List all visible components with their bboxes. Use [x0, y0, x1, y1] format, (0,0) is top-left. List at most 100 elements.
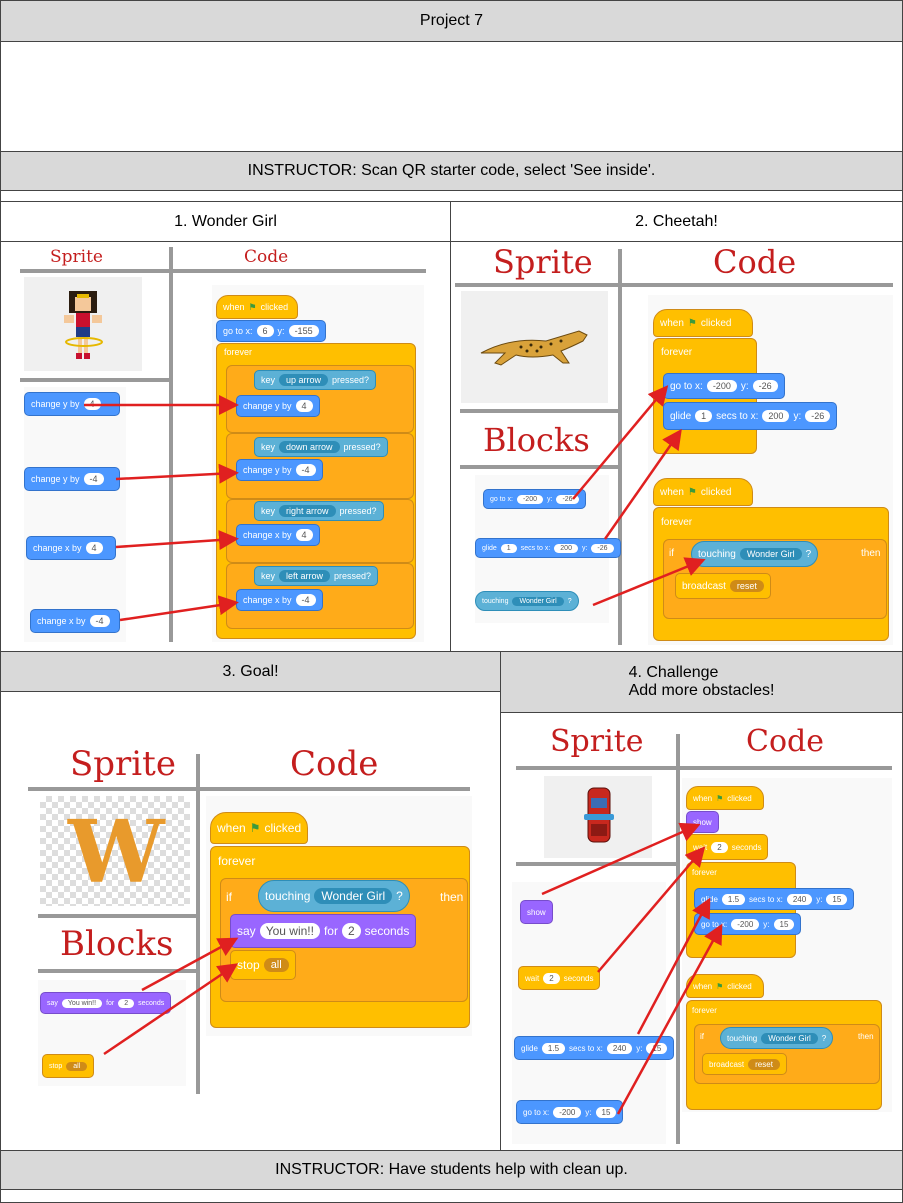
- value-pill[interactable]: 2: [118, 998, 135, 1008]
- touching-dropdown[interactable]: Wonder Girl: [314, 888, 393, 904]
- show-code[interactable]: show: [686, 811, 719, 833]
- stop-dropdown[interactable]: all: [66, 1061, 88, 1071]
- section-4-title: 4. Challenge: [628, 664, 719, 681]
- w-sprite: W: [40, 796, 190, 906]
- key-dropdown[interactable]: left arrow: [279, 570, 331, 582]
- value-pill[interactable]: -4: [83, 473, 104, 485]
- value-pill[interactable]: 200: [554, 543, 578, 553]
- say-text-pill[interactable]: You win!!: [61, 998, 103, 1008]
- change-x-code-2[interactable]: change x by-4: [236, 589, 323, 611]
- when-flag-clicked-1[interactable]: when⚑clicked: [653, 309, 753, 337]
- value-pill[interactable]: 15: [773, 918, 795, 930]
- stop-dropdown[interactable]: all: [263, 958, 289, 972]
- value-pill[interactable]: -200: [553, 1106, 582, 1118]
- block-label: pressed?: [339, 506, 377, 516]
- value-pill[interactable]: 2: [543, 972, 560, 984]
- say-text-pill[interactable]: You win!!: [259, 923, 320, 939]
- block-label: secs to x:: [749, 894, 783, 904]
- when-flag-clicked-block[interactable]: when⚑clicked: [216, 295, 298, 319]
- when-flag-clicked-1[interactable]: when⚑clicked: [686, 786, 764, 810]
- touching-dropdown[interactable]: Wonder Girl: [761, 1032, 818, 1044]
- touching-dropdown[interactable]: Wonder Girl: [512, 596, 564, 606]
- key-dropdown[interactable]: up arrow: [279, 374, 329, 386]
- value-pill[interactable]: 1.5: [541, 1042, 566, 1054]
- value-pill[interactable]: 6: [256, 325, 274, 337]
- value-pill[interactable]: -26: [752, 380, 778, 392]
- touching-dropdown[interactable]: Wonder Girl: [739, 548, 802, 560]
- when-flag-clicked[interactable]: when⚑clicked: [210, 812, 308, 844]
- change-y-block-2[interactable]: change y by-4: [24, 467, 120, 491]
- value-pill[interactable]: 200: [762, 410, 790, 422]
- value-pill[interactable]: 4: [85, 542, 103, 554]
- block-label: secs to x:: [716, 410, 759, 422]
- block-label: y:: [277, 326, 285, 336]
- value-pill[interactable]: -155: [288, 325, 319, 337]
- key-dropdown[interactable]: down arrow: [279, 441, 340, 453]
- value-pill[interactable]: -4: [295, 464, 316, 476]
- value-pill[interactable]: 240: [786, 893, 813, 905]
- change-y-code-2[interactable]: change y by-4: [236, 459, 323, 481]
- value-pill[interactable]: 4: [295, 529, 313, 541]
- value-pill[interactable]: -4: [89, 615, 110, 627]
- value-pill[interactable]: 15: [595, 1106, 617, 1118]
- value-pill[interactable]: 2: [711, 841, 728, 853]
- show-palette[interactable]: show: [520, 900, 553, 924]
- value-pill[interactable]: -26: [805, 410, 831, 422]
- value-pill[interactable]: 1: [500, 543, 517, 553]
- broadcast-dropdown[interactable]: reset: [729, 580, 764, 592]
- block-label: go to x:: [490, 495, 513, 503]
- value-pill[interactable]: -200: [731, 918, 760, 930]
- when-flag-clicked-2[interactable]: when⚑clicked: [653, 478, 753, 506]
- value-pill[interactable]: -200: [516, 494, 543, 504]
- change-x-block-2[interactable]: change x by-4: [30, 609, 120, 633]
- block-label: pressed?: [332, 375, 370, 385]
- value-pill[interactable]: 2: [341, 923, 361, 939]
- value-pill[interactable]: -4: [295, 594, 316, 606]
- value-pill[interactable]: 1: [695, 410, 713, 422]
- value-pill[interactable]: 240: [606, 1042, 633, 1054]
- value-pill[interactable]: 15: [826, 893, 848, 905]
- value-pill[interactable]: 4: [83, 398, 101, 410]
- value-pill[interactable]: 15: [646, 1042, 668, 1054]
- key-dropdown[interactable]: right arrow: [279, 505, 336, 517]
- when-flag-clicked-2[interactable]: when⚑clicked: [686, 974, 764, 998]
- broadcast-dropdown[interactable]: reset: [748, 1058, 780, 1070]
- value-pill[interactable]: 1.5: [721, 893, 746, 905]
- value-pill[interactable]: -26: [556, 494, 579, 504]
- block-label: wait: [525, 973, 540, 983]
- value-pill[interactable]: 4: [295, 400, 313, 412]
- if-label: if: [700, 1032, 704, 1041]
- value-pill[interactable]: -26: [591, 543, 614, 553]
- instructor-bottom-row: INSTRUCTOR: Have students help with clea…: [0, 1150, 903, 1190]
- value-pill[interactable]: -200: [706, 380, 737, 392]
